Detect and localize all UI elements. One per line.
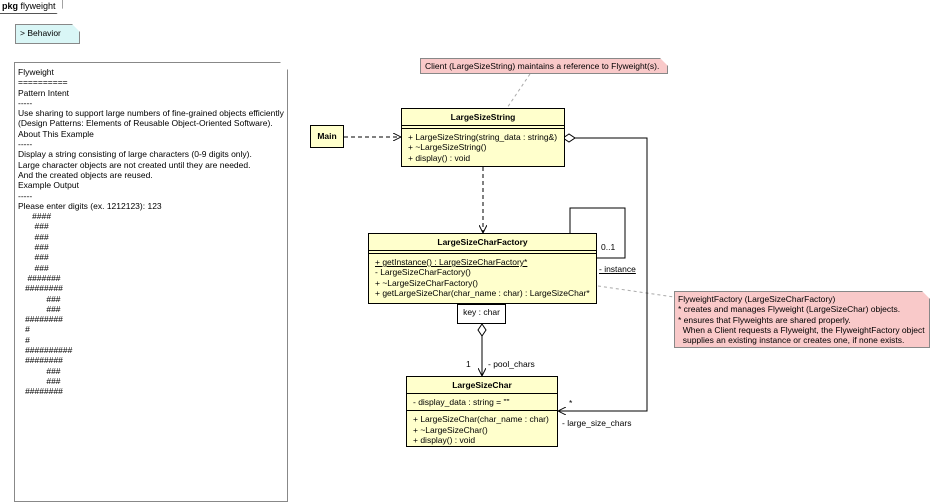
operation: + ~LargeSizeString() [408,142,487,153]
factory-note-line: When a Client requests a Flyweight, the … [678,324,925,335]
client-note-text: Client (LargeSizeString) maintains a ref… [425,61,660,71]
description-note-line: Pattern Intent [18,87,70,98]
description-note-line: Flyweight [18,67,54,77]
factory-note-anchor [597,285,675,298]
description-note-line: #### [18,211,52,222]
description-note-line: Large character objects are not created … [18,159,251,170]
class-main[interactable]: Main [310,125,344,148]
pool-multiplicity-label: 1 [466,359,471,369]
factory-note-line: FlyweightFactory (LargeSizeCharFactory) [678,294,836,304]
class-large-size-char-factory-operations: + getInstance() : LargeSizeCharFactory*-… [369,254,596,302]
operation: + getLargeSizeChar(char_name : char) : L… [375,288,590,299]
description-note-line: Display a string consisting of large cha… [18,149,252,160]
operation: + LargeSizeString(string_data : string&) [408,132,558,142]
class-main-name: Main [317,131,337,141]
pool-aggregation-diamond [477,323,487,337]
class-large-size-string-attributes [402,126,564,129]
description-note-line: ### [18,231,49,242]
class-large-size-char-factory-attributes [369,251,596,254]
class-large-size-char-name: LargeSizeChar [407,377,557,394]
chars-aggregation-line [558,137,648,411]
description-note-line: ----- [18,190,33,201]
description-note-line: ### [18,303,61,314]
package-keyword: pkg [2,1,19,11]
description-note-line: Use sharing to support large numbers of … [18,108,284,119]
package-tab: pkg flyweight [0,0,63,14]
class-large-size-char-operations: + LargeSizeChar(char_name : char)+ ~Larg… [407,411,557,448]
description-note-line: ### [18,365,61,376]
attribute: - display_data : string = "" [413,397,510,407]
factory-note-line: * creates and manages Flyweight (LargeSi… [678,304,901,315]
client-note[interactable]: Client (LargeSizeString) maintains a ref… [420,58,668,74]
class-large-size-string-name: LargeSizeString [402,109,564,126]
description-note-line: ### [18,293,61,304]
description-note-line: ######## [18,314,63,325]
self-role-label: - instance [599,264,636,274]
description-note-line: ----- [18,97,33,108]
description-note-line: (Design Patterns: Elements of Reusable O… [18,118,273,129]
description-note-line: # [18,334,30,345]
description-note-line: Example Output [18,180,79,191]
chars-multiplicity-label: * [569,398,573,408]
class-large-size-char-attributes: - display_data : string = "" [407,394,557,412]
operation: + ~LargeSizeChar() [413,424,488,435]
self-multiplicity-label: 0..1 [601,242,616,252]
factory-note-line: * ensures that Flyweights are shared pro… [678,314,851,325]
description-note-line: ### [18,252,49,263]
qualifier-box[interactable]: key : char [457,304,506,324]
description-note-line: ### [18,375,61,386]
operation: + display() : void [413,435,476,446]
description-note-line: ######## [18,355,63,366]
class-large-size-char-factory-name: LargeSizeCharFactory [369,234,596,251]
description-note-line: And the created objects are reused. [18,169,153,180]
pool-role-label: - pool_chars [488,359,535,369]
factory-note[interactable]: FlyweightFactory (LargeSizeCharFactory)*… [674,291,930,348]
operation: - LargeSizeCharFactory() [375,267,471,278]
package-name: flyweight [20,1,56,11]
class-large-size-string-operations: + LargeSizeString(string_data : string&)… [402,129,564,166]
class-large-size-string[interactable]: LargeSizeString + LargeSizeString(string… [401,108,565,167]
description-note[interactable]: Flyweight==========Pattern Intent-----Us… [14,62,288,502]
chars-role-label: - large_size_chars [562,418,632,428]
description-note-line: ### [18,221,49,232]
factory-self-association [569,207,626,258]
description-note-line: ### [18,242,49,253]
client-note-anchor [506,73,531,109]
operation: + LargeSizeChar(char_name : char) [413,414,549,425]
operation: + ~LargeSizeCharFactory() [375,277,478,288]
description-note-line: ####### [18,272,61,283]
behavior-note-text: > Behavior [20,28,61,38]
operation: + getInstance() : LargeSizeCharFactory* [375,257,528,267]
description-note-line: ######## [18,283,63,294]
description-note-line: # [18,324,30,335]
description-note-line: ----- [18,139,33,150]
operation: + display() : void [408,152,471,163]
factory-note-line: supplies an existing instance or creates… [678,335,905,346]
behavior-note[interactable]: > Behavior [15,24,80,44]
description-note-line: ########## [18,345,73,356]
description-note-line: ### [18,262,49,273]
qualifier-label: key : char [463,307,500,317]
description-note-line: About This Example [18,128,94,139]
description-note-line: Please enter digits (ex. 1212123): 123 [18,200,162,211]
class-large-size-char-factory[interactable]: LargeSizeCharFactory + getInstance() : L… [368,233,597,304]
description-note-line: ========== [18,77,68,88]
class-large-size-char[interactable]: LargeSizeChar - display_data : string = … [406,376,558,447]
description-note-line: ######## [18,386,63,397]
